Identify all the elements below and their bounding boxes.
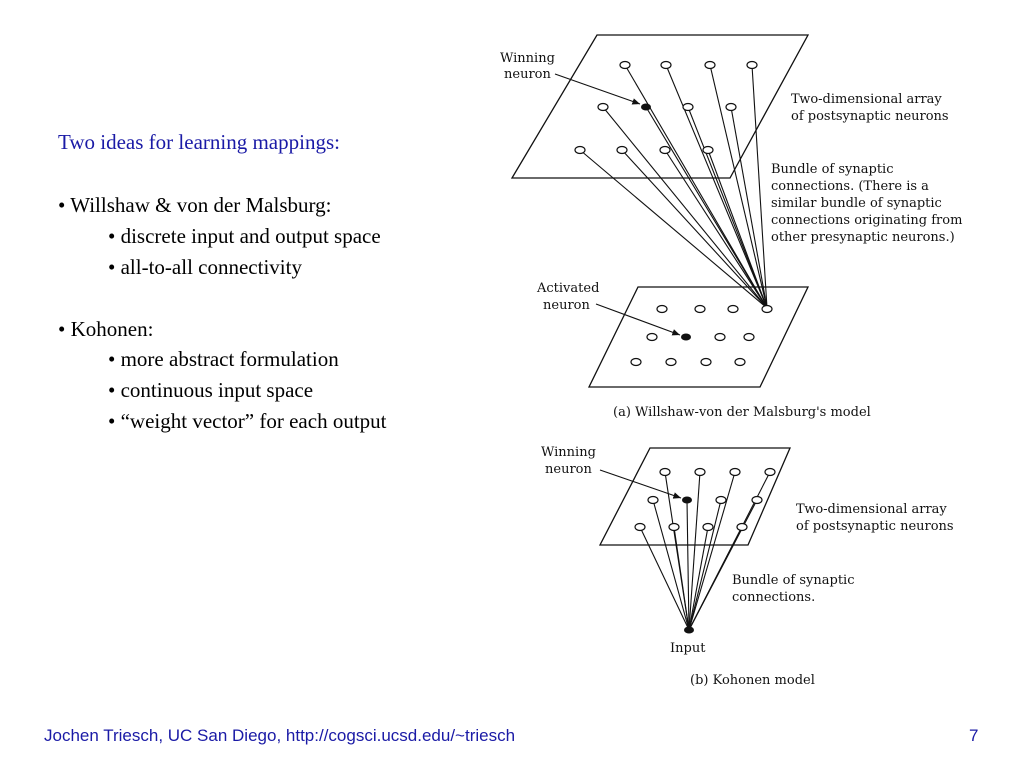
array-label-a-2: of postsynaptic neurons bbox=[791, 109, 949, 124]
array-label-a-1: Two-dimensional array bbox=[791, 92, 942, 107]
synaptic-bundle-b bbox=[639, 471, 771, 631]
bundle-label-a-3: similar bundle of synaptic bbox=[771, 196, 942, 211]
winning-arrow-b bbox=[599, 469, 682, 499]
bullet-all-to-all: • all-to-all connectivity bbox=[108, 255, 302, 279]
bundle-label-a-2: connections. (There is a bbox=[771, 179, 929, 194]
bullet-abstract: • more abstract formulation bbox=[108, 347, 339, 371]
winning-label-b-1: Winning bbox=[541, 445, 596, 460]
activated-label-a-2: neuron bbox=[543, 298, 590, 313]
winning-neuron-a bbox=[641, 103, 651, 111]
postsynaptic-neurons-a bbox=[574, 60, 758, 155]
footer-author: Jochen Triesch, UC San Diego, http://cog… bbox=[44, 726, 516, 745]
postsynaptic-neurons-b bbox=[634, 467, 776, 532]
bullet-discrete-space: • discrete input and output space bbox=[108, 224, 381, 248]
array-label-b-2: of postsynaptic neurons bbox=[796, 519, 954, 534]
winning-label-b-2: neuron bbox=[545, 462, 592, 477]
caption-a: (a) Willshaw-von der Malsburg's model bbox=[613, 405, 871, 420]
presynaptic-plane-a bbox=[587, 286, 810, 388]
slide-title: Two ideas for learning mappings: bbox=[58, 130, 340, 154]
bullet-weight-vector: • “weight vector” for each output bbox=[108, 409, 387, 433]
postsynaptic-plane-b bbox=[598, 447, 791, 546]
figure-b-kohonen: Winning neuron Two-dimensional array of … bbox=[541, 445, 954, 688]
winning-label-a-2: neuron bbox=[504, 67, 551, 82]
winning-arrow-a bbox=[554, 73, 641, 105]
activated-neuron-a bbox=[681, 333, 691, 341]
bundle-label-a-1: Bundle of synaptic bbox=[771, 162, 894, 177]
bundle-label-a-5: other presynaptic neurons.) bbox=[771, 230, 955, 245]
activated-arrow-a bbox=[595, 303, 681, 336]
bundle-label-b-2: connections. bbox=[732, 590, 815, 605]
bullet-kohonen: • Kohonen: bbox=[58, 317, 154, 341]
bullet-willshaw: • Willshaw & von der Malsburg: bbox=[58, 193, 332, 217]
input-label-b: Input bbox=[670, 641, 706, 656]
bullet-continuous: • continuous input space bbox=[108, 378, 314, 402]
postsynaptic-plane-a bbox=[510, 34, 810, 179]
page-number: 7 bbox=[969, 726, 979, 745]
bundle-label-b-1: Bundle of synaptic bbox=[732, 573, 855, 588]
caption-b: (b) Kohonen model bbox=[690, 673, 815, 688]
synaptic-bundle-a bbox=[579, 64, 768, 309]
bundle-label-a-4: connections originating from bbox=[771, 213, 962, 228]
array-label-b-1: Two-dimensional array bbox=[796, 502, 947, 517]
input-neuron-b bbox=[684, 626, 694, 634]
activated-label-a-1: Activated bbox=[536, 281, 599, 296]
figure-a-willshaw: Winning neuron Two-dimensional array of … bbox=[500, 34, 962, 420]
presynaptic-neurons-a bbox=[630, 304, 773, 367]
winning-neuron-b bbox=[682, 496, 692, 504]
winning-label-a-1: Winning bbox=[500, 51, 555, 66]
